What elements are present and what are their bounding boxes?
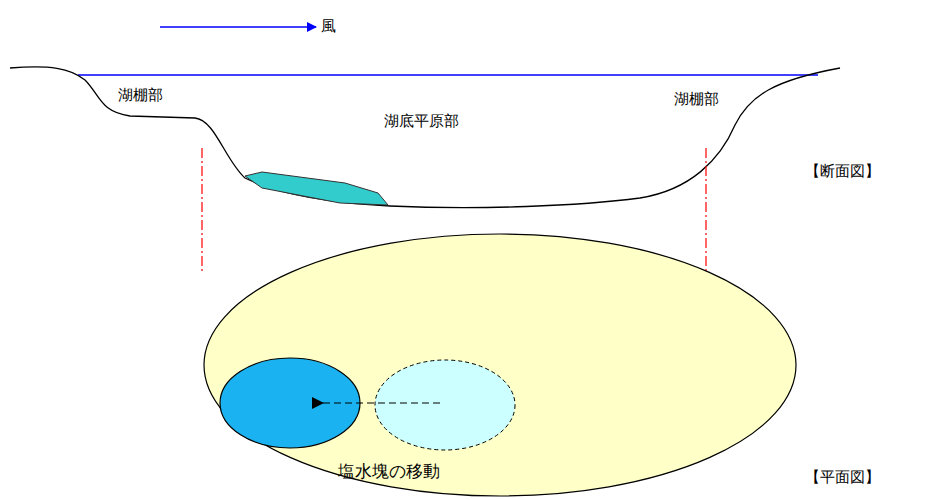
former-saltwater-mass xyxy=(375,360,515,450)
projection-line xyxy=(705,148,706,272)
water-surface xyxy=(78,74,818,76)
projection-line xyxy=(201,148,202,272)
saltwater-mass-section xyxy=(245,172,388,205)
movement-arrow xyxy=(322,402,440,403)
lake-bottom-profile xyxy=(10,67,840,208)
node-text: 塩水塊の移動 xyxy=(338,461,440,481)
wind-arrow xyxy=(160,26,316,28)
label-text: 湖棚部 xyxy=(118,86,163,104)
label-text: 湖底平原部 xyxy=(384,112,459,130)
label-text: 風 xyxy=(321,17,336,35)
label-text: 【平面図】 xyxy=(805,468,880,486)
label-text: 【断面図】 xyxy=(805,162,880,180)
label-text: 湖棚部 xyxy=(674,90,719,108)
